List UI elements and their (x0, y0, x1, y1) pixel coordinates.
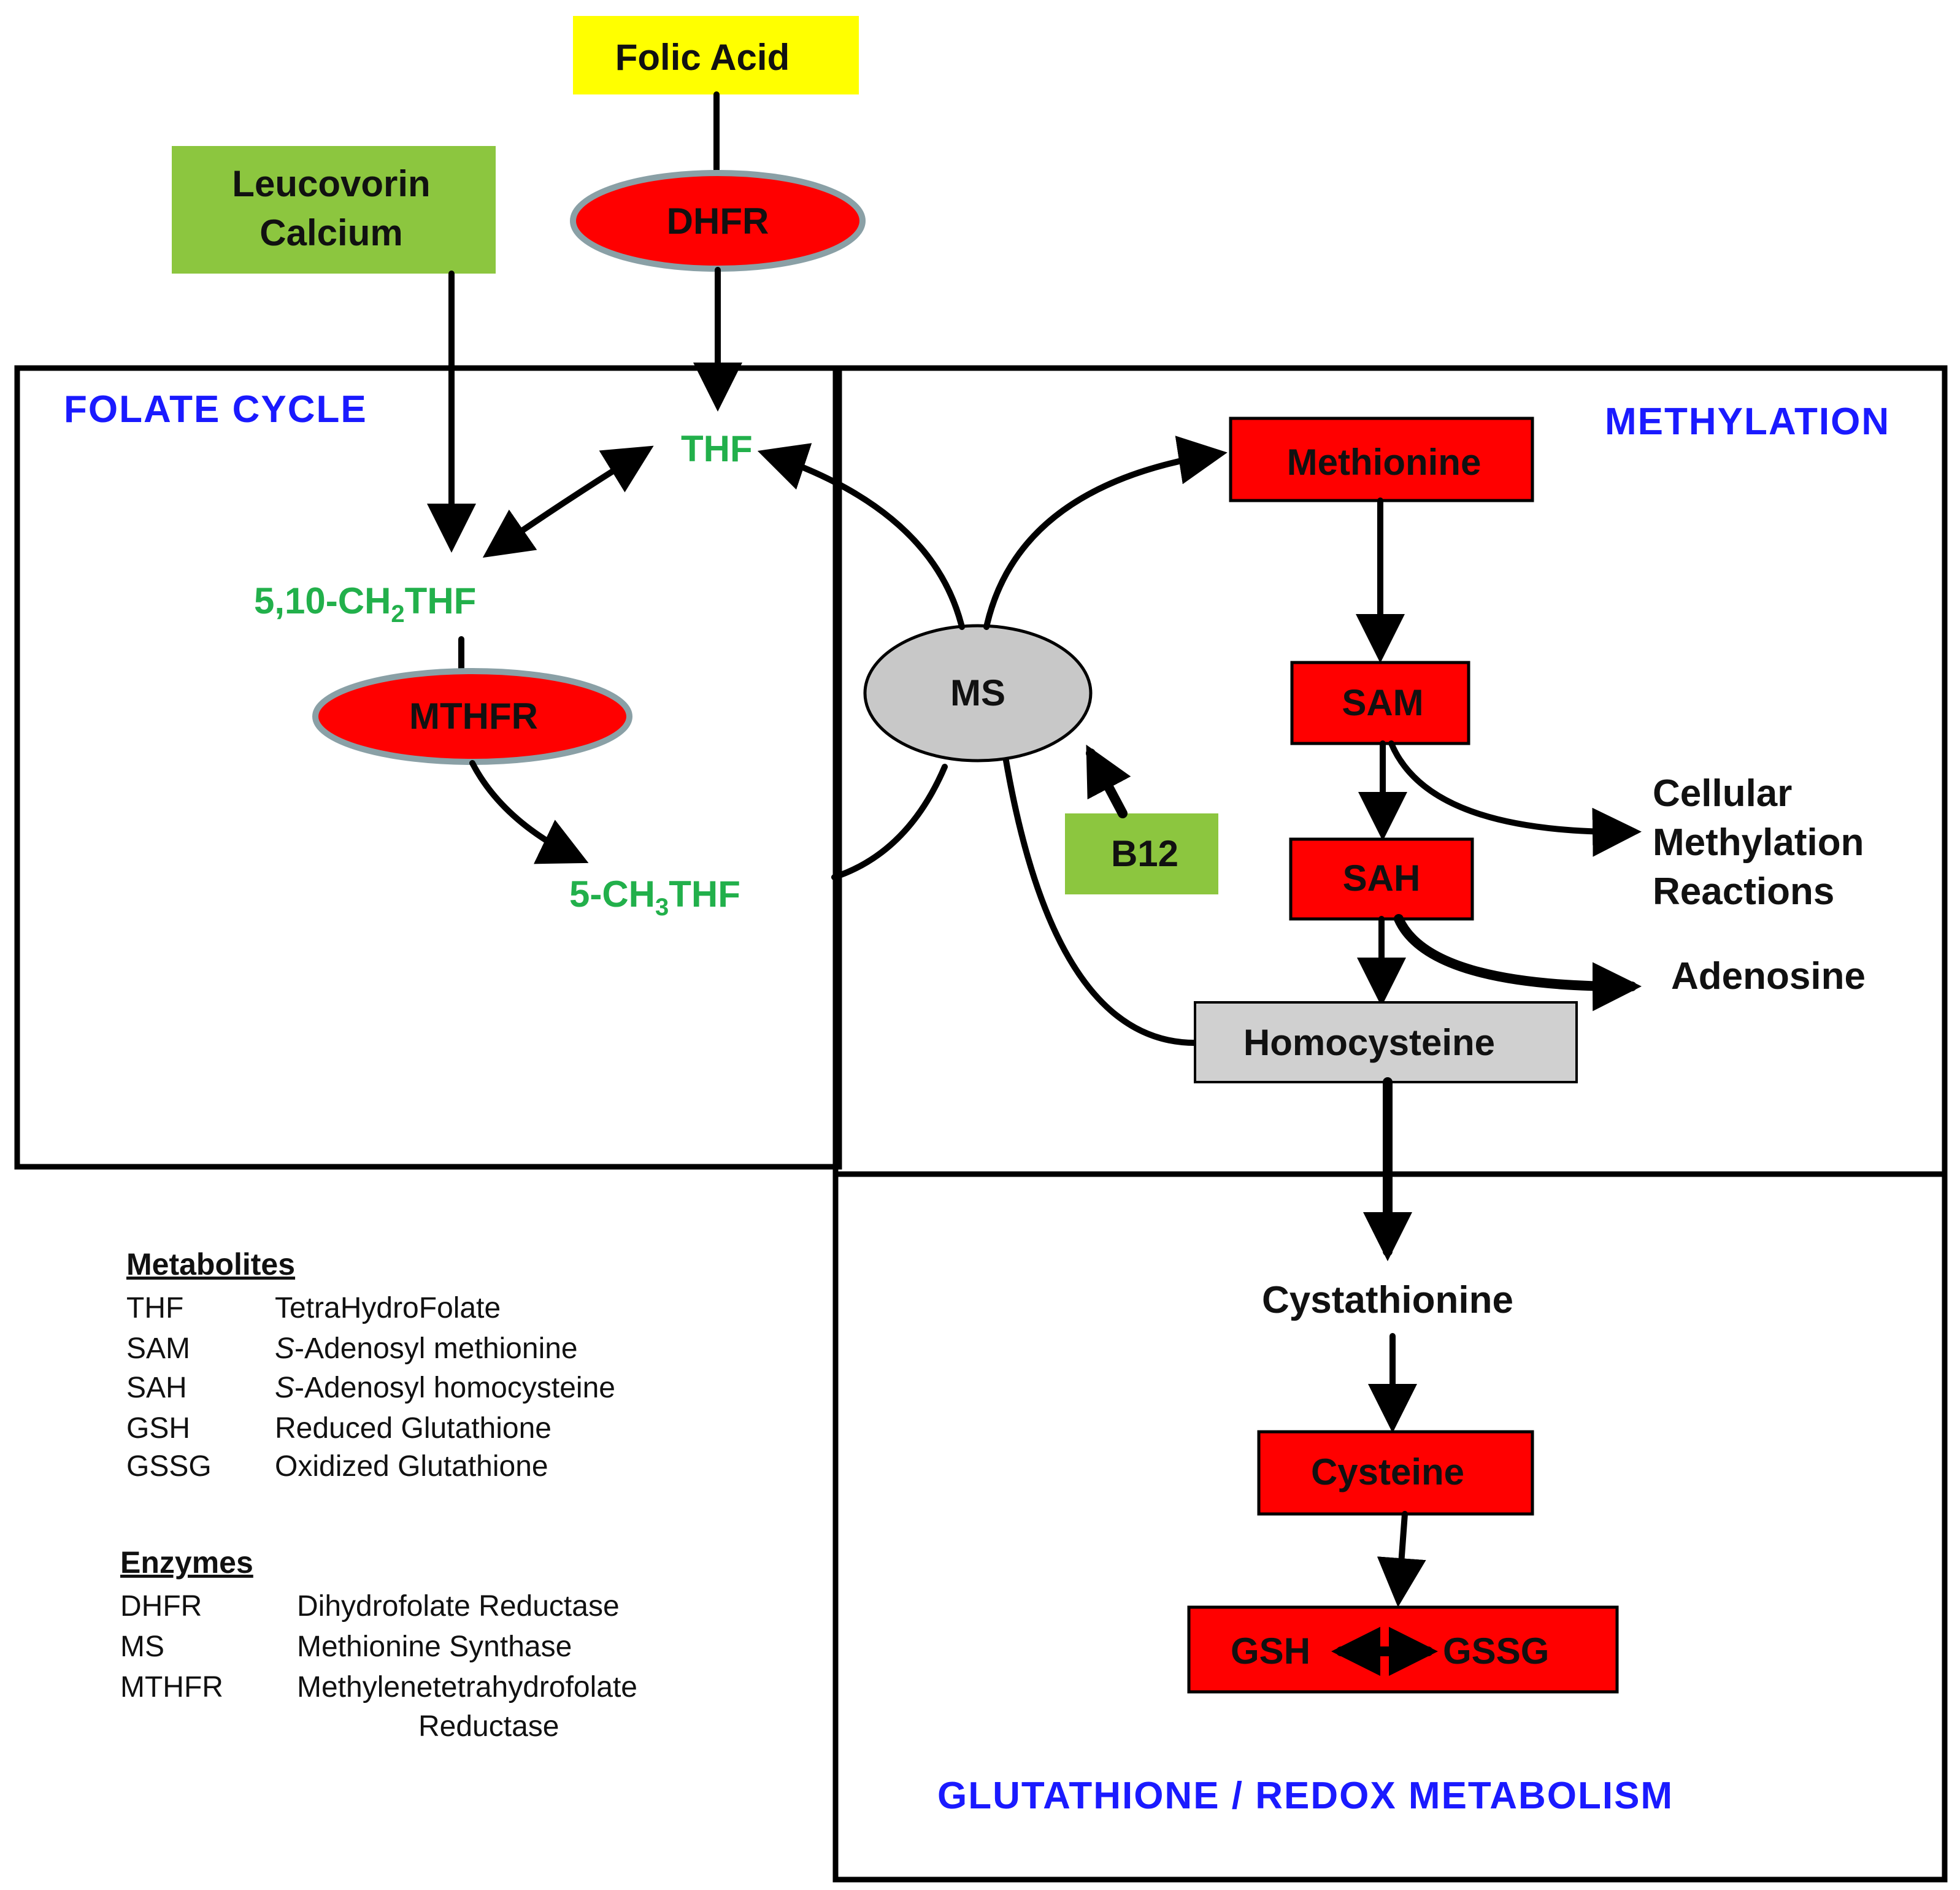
folic-acid-box (573, 16, 859, 94)
legend-metabolite-name: Oxidized Glutathione (275, 1450, 548, 1483)
legend-metabolite-name: S-Adenosyl methionine (275, 1332, 578, 1365)
legend-enzymes: Enzymes DHFR Dihydrofolate Reductase MS … (120, 1545, 637, 1743)
cysteine-box (1257, 1430, 1534, 1516)
cellular-methylation-line1: Cellular (1653, 772, 1792, 815)
legend-enzyme-name: Methionine Synthase (297, 1631, 572, 1663)
cystathionine-label: Cystathionine (1262, 1279, 1513, 1321)
folate-cycle-title: FOLATE CYCLE (64, 388, 367, 431)
thf-ch2thf-double-arrow (482, 445, 654, 558)
ch3thf-metabolite: 5-CH3THF (569, 874, 740, 921)
ms-to-thf-arrow (757, 443, 965, 630)
leucovorin-label-line2: Calcium (259, 212, 402, 253)
sam-label: SAM (1342, 682, 1423, 723)
sam-to-cellular-methylation-arrow (1388, 740, 1642, 857)
legend-metabolites-title: Metabolites (126, 1247, 295, 1281)
legend-metabolite-abbr: GSH (126, 1412, 190, 1445)
legend-enzyme-name: Dihydrofolate Reductase (297, 1590, 620, 1623)
mthfr-to-ch3thf-arrow (469, 760, 589, 864)
leucovorin-box (172, 146, 496, 274)
cysteine-to-gsh-arrow (1377, 1511, 1426, 1607)
legend-italic-s: S (275, 1372, 294, 1404)
ch3thf-to-ms-curve (831, 764, 948, 880)
legend-metabolite-abbr: SAH (126, 1372, 187, 1404)
legend-metabolite-name: Reduced Glutathione (275, 1412, 551, 1445)
ch3thf-suffix: THF (669, 874, 740, 915)
ch3thf-prefix: 5-CH (569, 874, 655, 915)
methylation-title: METHYLATION (1605, 401, 1890, 443)
legend-metabolite-abbr: GSSG (126, 1450, 212, 1483)
sah-to-adenosine-arrow (1394, 914, 1642, 1012)
ch2thf-prefix: 5,10-CH (254, 580, 391, 621)
legend-enzymes-title: Enzymes (120, 1545, 253, 1580)
legend-enzyme-abbr: MS (120, 1631, 164, 1663)
legend-metabolite-name: S-Adenosyl homocysteine (275, 1372, 615, 1404)
methionine-label: Methionine (1287, 442, 1482, 483)
legend-metabolite-abbr: SAM (126, 1332, 190, 1365)
ch2thf-metabolite: 5,10-CH2THF (254, 580, 476, 628)
legend-metabolite-name-rest: -Adenosyl homocysteine (294, 1372, 615, 1404)
sam-box (1290, 661, 1470, 745)
gssg-label: GSSG (1443, 1631, 1549, 1672)
mthfr-label: MTHFR (409, 696, 538, 737)
legend-enzyme-abbr: DHFR (120, 1590, 202, 1623)
cysteine-label: Cysteine (1311, 1451, 1464, 1492)
ms-to-methionine-arrow (983, 436, 1228, 630)
homocysteine-to-ms-curve (1003, 758, 1198, 1046)
cellular-methylation-line3: Reactions (1653, 870, 1834, 913)
legend-enzyme-name: Methylenetetrahydrofolate (297, 1671, 637, 1704)
legend-enzyme-abbr: MTHFR (120, 1671, 223, 1704)
cellular-methylation-line2: Methylation (1653, 821, 1864, 864)
legend-metabolite-abbr: THF (126, 1292, 183, 1324)
adenosine-label: Adenosine (1671, 955, 1866, 997)
homocysteine-label: Homocysteine (1243, 1022, 1495, 1063)
ch3thf-subscript: 3 (655, 894, 669, 921)
b12-label: B12 (1111, 833, 1178, 874)
gsh-label: GSH (1231, 1631, 1310, 1672)
ms-label: MS (950, 672, 1005, 713)
legend-enzyme-name-continuation: Reductase (418, 1710, 559, 1743)
dhfr-label: DHFR (667, 201, 769, 242)
folic-acid-label: Folic Acid (615, 37, 790, 78)
b12-box (1065, 813, 1218, 894)
legend-metabolites: Metabolites THF TetraHydroFolate SAM S-A… (126, 1247, 615, 1483)
legend-metabolite-name-rest: -Adenosyl methionine (294, 1332, 578, 1365)
ms-enzyme (863, 624, 1093, 763)
leucovorin-label-line1: Leucovorin (232, 163, 430, 204)
ch2thf-subscript: 2 (391, 601, 404, 628)
sah-label: SAH (1343, 858, 1421, 899)
folate-cycle-frame (14, 365, 842, 1170)
sah-box (1289, 837, 1474, 921)
legend-italic-s: S (275, 1332, 294, 1365)
b12-to-ms-arrow (1086, 744, 1131, 818)
legend-metabolite-name: TetraHydroFolate (275, 1292, 501, 1324)
thf-metabolite: THF (681, 428, 753, 469)
ch2thf-suffix: THF (405, 580, 477, 621)
glutathione-title: GLUTATHIONE / REDOX METABOLISM (937, 1775, 1674, 1817)
